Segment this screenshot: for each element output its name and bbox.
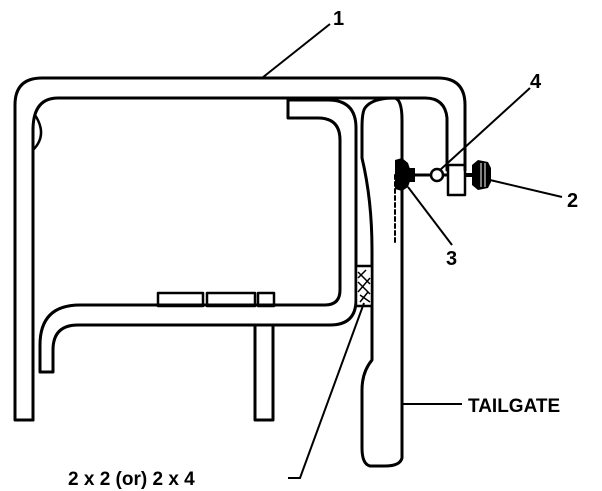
- lock-washer: [429, 167, 445, 183]
- frame-leg: [253, 323, 275, 422]
- clamp-pad: [395, 158, 412, 191]
- crossbar-block-right: [205, 291, 257, 308]
- lumber-size-label: 2 x 2 (or) 2 x 4: [68, 469, 195, 490]
- callout-3: 3: [446, 248, 457, 270]
- clamp-assembly: [395, 158, 491, 191]
- leader-line-lumber: [288, 302, 365, 479]
- callout-4: 4: [530, 71, 542, 93]
- frame-outer-outline: [13, 76, 467, 422]
- inner-tube-outer: [38, 98, 358, 374]
- callout-2: 2: [567, 190, 578, 212]
- crossbar-block-end: [256, 291, 276, 308]
- leader-line-2: [489, 179, 563, 198]
- frame-inner-left-bulge: [31, 113, 43, 152]
- frame-inner-outline: [31, 96, 449, 422]
- crossbar-block-left: [156, 291, 205, 308]
- tailgate-label: TAILGATE: [468, 396, 560, 417]
- leader-line-4: [439, 87, 531, 171]
- callout-1: 1: [333, 8, 344, 30]
- clamp-plate: [446, 163, 467, 197]
- leader-line-3: [407, 186, 453, 246]
- tailgate-panel: [360, 96, 404, 468]
- leader-line-1: [261, 23, 331, 79]
- lumber-block: [354, 264, 374, 308]
